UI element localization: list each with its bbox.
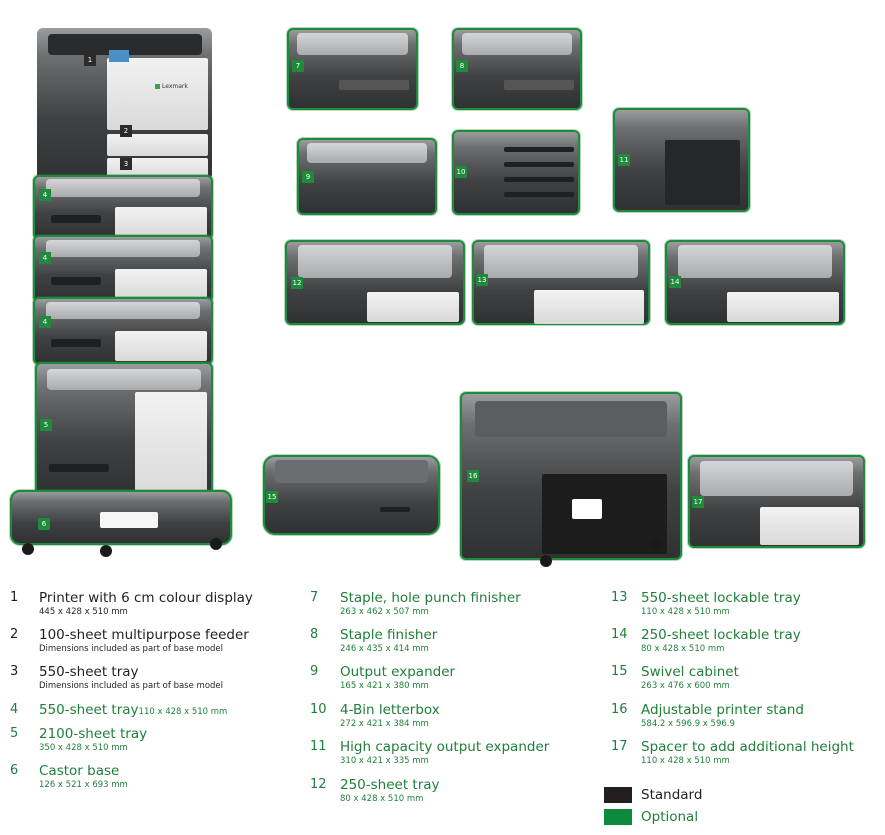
item-dims: 110 x 428 x 510 mm	[641, 607, 730, 617]
item-dims: 263 x 476 x 600 mm	[641, 681, 730, 691]
tray-2100-image	[35, 362, 213, 497]
item-dims: 80 x 428 x 510 mm	[340, 794, 424, 804]
badge-16: 16	[467, 470, 479, 482]
output-expander-image	[297, 138, 437, 215]
wheel	[100, 545, 112, 557]
swivel-cabinet-image	[263, 455, 440, 535]
item-dims: 350 x 428 x 510 mm	[39, 743, 128, 753]
item-dims: 110 x 428 x 510 mm	[641, 756, 730, 766]
badge-6: 6	[38, 518, 50, 530]
item-title: 250-sheet tray	[340, 777, 440, 793]
badge-15: 15	[266, 491, 278, 503]
item-dims: 584.2 x 596.9 x 596.9	[641, 719, 735, 729]
item-title: Staple, hole punch finisher	[340, 590, 521, 606]
staple-finisher-image	[452, 28, 582, 110]
item-title: Adjustable printer stand	[641, 702, 804, 718]
item-dims: 110 x 428 x 510 mm	[138, 707, 228, 717]
legend-swatch-standard	[604, 787, 632, 803]
legend-label-standard: Standard	[641, 787, 703, 803]
badge-14: 14	[669, 276, 681, 288]
badge-12: 12	[291, 277, 303, 289]
badge-4: 4	[39, 252, 51, 264]
item-title: High capacity output expander	[340, 739, 550, 755]
item-number: 10	[310, 702, 327, 717]
item-title: Swivel cabinet	[641, 664, 739, 680]
wheel	[22, 543, 34, 555]
tray-4-image	[33, 297, 213, 365]
item-dims: 126 x 521 x 693 mm	[39, 780, 128, 790]
item-number: 15	[611, 664, 628, 679]
item-title: 550-sheet tray110 x 428 x 510 mm	[39, 702, 227, 718]
badge-3: 3	[120, 158, 132, 170]
badge-4: 4	[39, 189, 51, 201]
lockable-tray-550-image	[472, 240, 650, 325]
item-dims: 165 x 421 x 380 mm	[340, 681, 429, 691]
high-capacity-output-expander-image	[613, 108, 750, 212]
wheel	[210, 538, 222, 550]
legend-label-optional: Optional	[641, 809, 699, 825]
tray-250-image	[285, 240, 465, 325]
item-title: 4-Bin letterbox	[340, 702, 440, 718]
tray-4-image	[33, 235, 213, 303]
item-number: 3	[10, 664, 19, 679]
item-number: 11	[310, 739, 327, 754]
item-number: 1	[10, 590, 19, 605]
item-title: 550-sheet tray	[39, 664, 139, 680]
badge-7: 7	[292, 60, 304, 72]
item-number: 16	[611, 702, 628, 717]
item-number: 12	[310, 777, 327, 792]
badge-5: 5	[40, 419, 52, 431]
item-dims: 263 x 462 x 507 mm	[340, 607, 429, 617]
item-dims: Dimensions included as part of base mode…	[39, 681, 224, 691]
item-dims: 445 x 428 x 510 mm	[39, 607, 128, 617]
item-dims: Dimensions included as part of base mode…	[39, 644, 224, 654]
item-number: 6	[10, 763, 19, 778]
tray-4-image	[33, 175, 213, 240]
item-dims: 80 x 428 x 510 mm	[641, 644, 725, 654]
wheel	[650, 538, 662, 550]
item-number: 5	[10, 726, 19, 741]
badge-13: 13	[476, 274, 488, 286]
item-title: Output expander	[340, 664, 456, 680]
item-title: Castor base	[39, 763, 120, 779]
item-number: 4	[10, 702, 19, 717]
castor-base-image	[10, 490, 232, 545]
item-title: 550-sheet lockable tray	[641, 590, 801, 606]
badge-11: 11	[618, 154, 630, 166]
item-dims: 272 x 421 x 384 mm	[340, 719, 429, 729]
item-title: Spacer to add additional height	[641, 739, 854, 755]
item-title: 250-sheet lockable tray	[641, 627, 801, 643]
lexmark-logo: Lexmark	[155, 83, 188, 90]
printer-stand-image	[460, 392, 682, 560]
badge-8: 8	[456, 60, 468, 72]
item-number: 2	[10, 627, 19, 642]
item-title: Printer with 6 cm colour display	[39, 590, 253, 606]
item-dims: 310 x 421 x 335 mm	[340, 756, 429, 766]
badge-4: 4	[39, 316, 51, 328]
item-number: 7	[310, 590, 319, 605]
item-number: 14	[611, 627, 628, 642]
item-number: 17	[611, 739, 628, 754]
wheel	[540, 555, 552, 567]
item-title: 2100-sheet tray	[39, 726, 148, 742]
item-number: 9	[310, 664, 319, 679]
badge-2: 2	[120, 125, 132, 137]
item-dims: 246 x 435 x 414 mm	[340, 644, 429, 654]
item-number: 13	[611, 590, 628, 605]
item-title-text: 550-sheet tray	[39, 702, 139, 718]
badge-10: 10	[455, 166, 467, 178]
legend-swatch-optional	[604, 809, 632, 825]
badge-9: 9	[302, 171, 314, 183]
staple-hole-punch-finisher-image	[287, 28, 418, 110]
printer-image: Lexmark	[37, 28, 212, 180]
lockable-tray-250-image	[665, 240, 845, 325]
item-title: 100-sheet multipurpose feeder	[39, 627, 249, 643]
badge-17: 17	[692, 496, 704, 508]
item-number: 8	[310, 627, 319, 642]
item-title: Staple finisher	[340, 627, 438, 643]
letterbox-image	[452, 130, 580, 215]
badge-1: 1	[84, 54, 96, 66]
spacer-image	[688, 455, 865, 548]
